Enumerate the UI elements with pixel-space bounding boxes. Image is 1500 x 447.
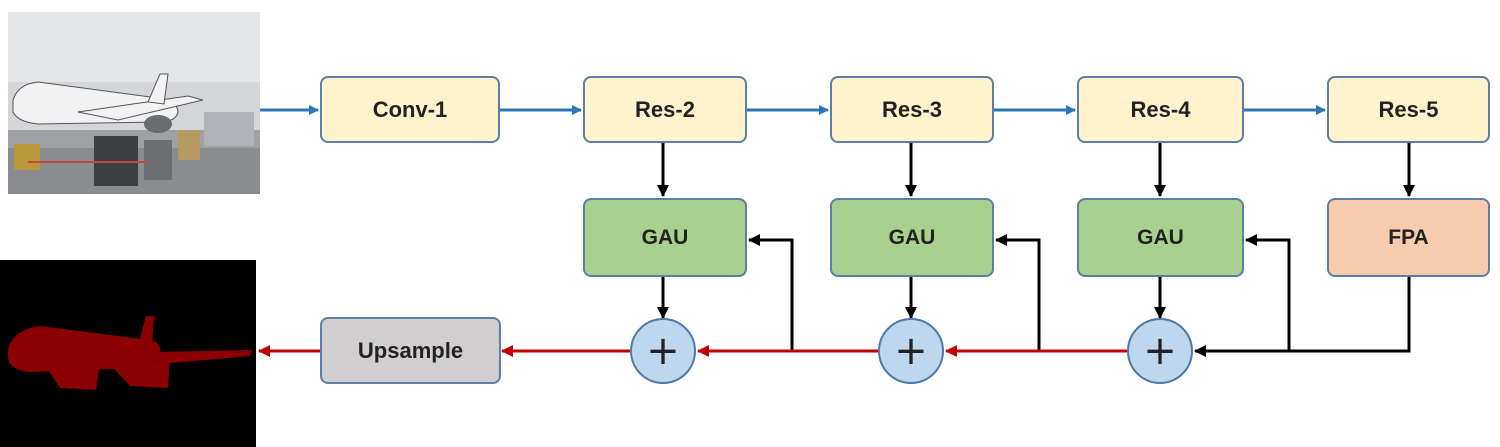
airplane-photo-icon	[8, 12, 260, 194]
res4-block: Res-4	[1077, 76, 1244, 143]
fpa-to-plus-3	[1194, 277, 1411, 357]
res5-block: Res-5	[1327, 76, 1490, 143]
gau-block-3: GAU	[1077, 198, 1244, 277]
upsample-block: Upsample	[320, 317, 501, 384]
vertical-arrows	[657, 143, 1415, 319]
gau-block-2: GAU	[830, 198, 994, 277]
feedback-to-gau-1	[748, 234, 794, 351]
res2-block: Res-2	[583, 76, 747, 143]
plus-node-1: +	[630, 318, 696, 384]
res3-block: Res-3	[830, 76, 994, 143]
plus-node-2: +	[878, 318, 944, 384]
plus-node-3: +	[1127, 318, 1193, 384]
feedback-arrows	[748, 234, 1411, 357]
feedback-to-gau-3	[1245, 234, 1291, 351]
feedback-to-gau-2	[995, 234, 1041, 351]
input-image	[8, 12, 260, 194]
airplane-mask-icon	[0, 260, 256, 447]
conv1-block: Conv-1	[320, 76, 500, 143]
output-mask-image	[0, 260, 256, 447]
fpa-block: FPA	[1327, 198, 1490, 277]
gau-block-1: GAU	[583, 198, 747, 277]
